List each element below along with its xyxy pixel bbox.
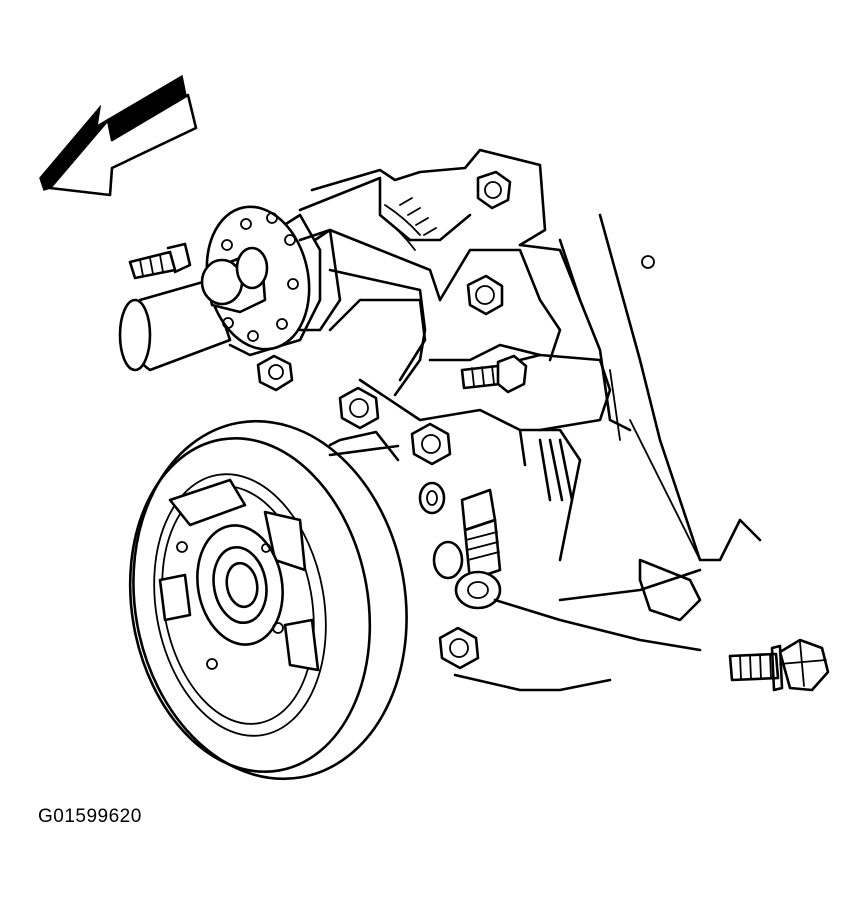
tensioner-pulley [118, 205, 322, 372]
direction-arrow-icon [39, 74, 198, 197]
engine-block-outline [310, 148, 762, 692]
bolt-head-bottom [438, 626, 480, 670]
bolt-head-lower [410, 422, 452, 466]
crankshaft-pulley [128, 419, 408, 781]
bolt-group [256, 170, 528, 670]
stud-upper-left [128, 242, 192, 280]
figure-id-label: G01599620 [38, 806, 142, 827]
removed-bolt-icon [728, 638, 830, 692]
bolt-head-top [476, 170, 512, 210]
water-pump-housing [298, 228, 612, 562]
washer-lower-left [432, 540, 464, 580]
bolt-head-left-small [256, 354, 294, 392]
washer-small [418, 481, 446, 515]
bolt-head-middle [338, 386, 380, 430]
upper-bracket [298, 176, 562, 397]
sensor-rod [454, 488, 702, 652]
bolt-head-center [466, 274, 504, 316]
bolt-stud-right [460, 354, 528, 394]
